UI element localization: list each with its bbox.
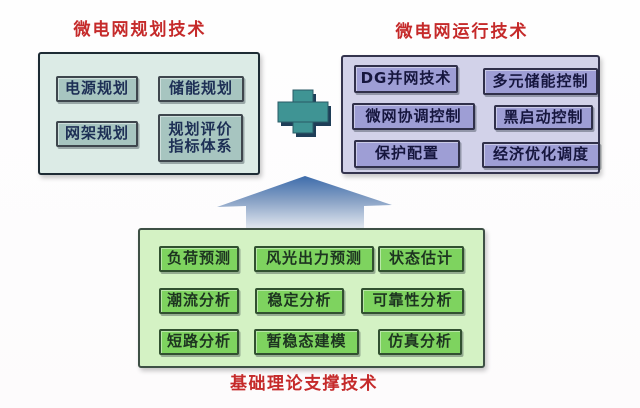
operation-title: 微电网运行技术 [395, 22, 529, 42]
foundation-item-state-estimation: 状态估计 [378, 246, 464, 272]
foundation-item-wind-solar-output-forecast: 风光出力预测 [254, 246, 374, 272]
foundation-item-stability-analysis: 稳定分析 [255, 288, 344, 314]
operation-item-black-start-control: 黑启动控制 [494, 105, 593, 130]
planning-item-evaluation-index-system: 规划评价指标体系 [158, 114, 243, 162]
up-arrow-icon [217, 176, 392, 232]
foundation-item-short-circuit-analysis: 短路分析 [159, 329, 239, 355]
plus-icon [277, 89, 331, 137]
operation-item-multi-storage-control: 多元储能控制 [483, 68, 598, 95]
operation-item-economic-dispatch: 经济优化调度 [482, 142, 600, 168]
foundation-title: 基础理论支撑技术 [230, 374, 378, 394]
planning-item-grid-structure-planning: 网架规划 [56, 121, 138, 147]
foundation-item-simulation-analysis: 仿真分析 [378, 329, 462, 355]
planning-panel: 电源规划 储能规划 网架规划 规划评价指标体系 [38, 52, 260, 175]
operation-item-microgrid-coordination-control: 微网协调控制 [352, 103, 475, 130]
planning-item-storage-planning: 储能规划 [158, 76, 244, 102]
operation-item-protection-config: 保护配置 [354, 140, 460, 168]
foundation-item-load-forecast: 负荷预测 [159, 246, 239, 272]
foundation-item-power-flow-analysis: 潮流分析 [159, 288, 239, 314]
operation-panel: DG并网技术 多元储能控制 微网协调控制 黑启动控制 保护配置 经济优化调度 [341, 55, 600, 174]
foundation-panel: 负荷预测 风光出力预测 状态估计 潮流分析 稳定分析 可靠性分析 短路分析 暂稳… [138, 228, 485, 368]
planning-item-power-planning: 电源规划 [56, 76, 138, 102]
operation-item-dg-grid-connection: DG并网技术 [354, 65, 458, 93]
planning-title: 微电网规划技术 [73, 20, 207, 40]
foundation-item-reliability-analysis: 可靠性分析 [361, 288, 464, 314]
foundation-item-transient-modeling: 暂稳态建模 [254, 329, 359, 355]
